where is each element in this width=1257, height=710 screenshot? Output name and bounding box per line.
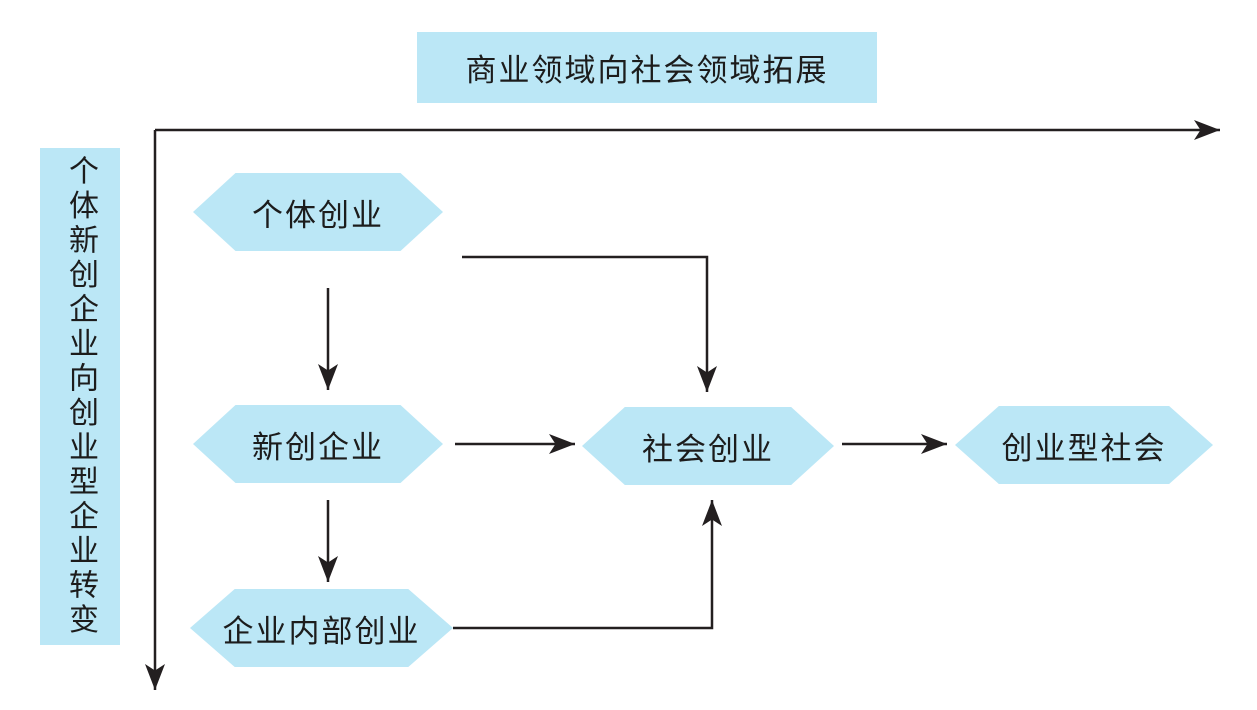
arrow-corporate-to-social-elbow xyxy=(453,500,722,630)
top-axis-label: 商业领域向社会领域拓展 xyxy=(465,53,829,89)
left-axis-label-banner: 个体新创企业向创业型企业转变 xyxy=(40,148,120,645)
node-intra-corporate-entrepreneurship: 企业内部创业 xyxy=(190,589,453,667)
node-label: 新创企业 xyxy=(252,429,384,466)
node-new-venture: 新创企业 xyxy=(193,405,443,483)
node-label: 企业内部创业 xyxy=(222,613,421,650)
node-social-entrepreneurship: 社会创业 xyxy=(582,407,834,485)
left-axis-label: 个体新创企业向创业型企业转变 xyxy=(63,155,98,638)
node-entrepreneurial-society: 创业型社会 xyxy=(955,406,1213,484)
node-label: 社会创业 xyxy=(642,431,774,468)
node-label: 创业型社会 xyxy=(1001,430,1167,467)
top-axis-label-banner: 商业领域向社会领域拓展 xyxy=(417,32,877,103)
arrow-individual-to-social-elbow xyxy=(462,255,717,392)
node-label: 个体创业 xyxy=(252,197,384,234)
node-individual-entrepreneurship: 个体创业 xyxy=(193,173,443,251)
